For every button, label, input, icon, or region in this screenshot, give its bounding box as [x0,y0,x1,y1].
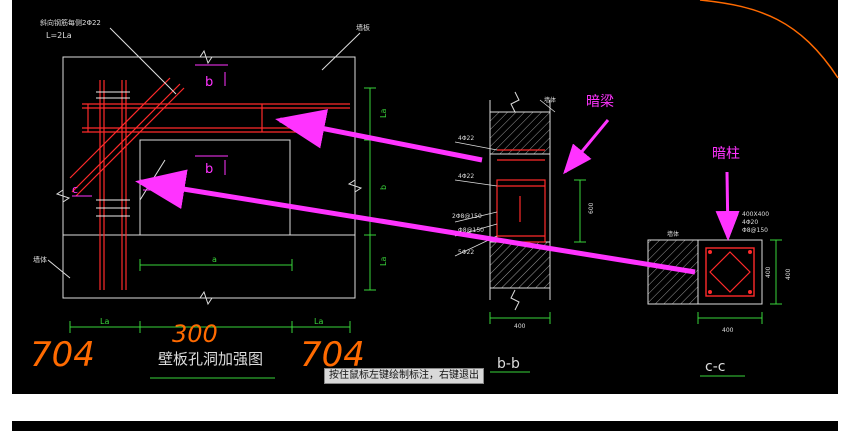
arrow-an-liang [563,119,610,175]
section-cc [647,213,782,377]
dim-la-right-bottom: La [379,257,388,266]
dim-la-bottom-left: La [100,317,109,326]
callout-arrows [563,119,740,241]
opening-diag [139,159,166,201]
cc-col-size: 400X400 [742,211,769,218]
anchor-length-label: L=2La [46,31,72,40]
an-zhu-label: 暗柱 [712,146,740,162]
section-b-label-mid: b [205,162,213,177]
cc-dimensions [697,239,782,377]
bb-rebars [497,149,545,237]
bb-hatch-bottom [489,241,551,289]
cc-stirrup-label: Φ8@150 [742,227,768,234]
section-bb [454,91,586,373]
handwritten-middle: 300 [172,320,218,348]
handwritten-left: 704 [30,335,95,375]
orange-curve [699,0,839,79]
section-bb-title: b-b [497,356,520,372]
wall-slab-label: 墙板 [356,23,370,32]
bb-note-1: 4Φ22 [458,135,474,142]
cc-stirrup [705,247,755,297]
cc-wall-label: 墙体 [667,230,679,238]
dim-la-bottom-right: La [314,317,323,326]
leader-rebar-note [109,27,177,95]
bb-beam-stirrup [496,179,546,243]
diagonal-rebar [69,77,185,197]
elevation-title: 壁板孔洞加强图 [158,350,263,368]
bb-dim-height: 600 [588,202,595,214]
arrow-an-zhu [715,171,740,241]
cc-dim-w: 400 [722,327,734,334]
dim-a-label: a [212,255,217,264]
leader-wall-slab [321,32,361,71]
break-mark-left [55,189,71,203]
cc-diamond-tie [709,251,751,293]
bb-note-3: 2Φ8@150 [452,213,482,220]
arrow-beam-to-elevation [275,109,483,163]
wall-body-label: 墙体 [33,255,47,264]
cc-dim-side: 400 [765,266,772,278]
arrow-column-to-elevation [135,169,696,275]
leader-wall-body [47,259,71,279]
break-mark-right [347,179,363,193]
hidden-column-rebar [99,80,127,290]
wall-elevation [47,27,376,379]
bottom-toolbar-strip [12,421,838,431]
bb-break-bottom [510,289,520,311]
cc-leader [727,213,739,241]
wall-outline [62,56,356,299]
bb-note-5: 5Φ22 [458,249,474,256]
annotation-arrows [135,109,696,275]
bb-dim-width: 400 [514,323,526,330]
status-tooltip: 按住鼠标左键绘制标注，右键退出 [324,368,484,384]
bb-note-4: Φ8@150 [458,227,484,234]
bb-break-top [510,91,520,113]
rebar-note-label: 斜向钢筋每侧2Φ22 [40,18,101,27]
bb-hatch-top [489,111,551,155]
bb-note-2: 4Φ22 [458,173,474,180]
break-mark-top [199,49,213,65]
an-liang-label: 暗梁 [586,94,614,110]
cc-main-bars-label: 4Φ20 [742,219,758,226]
hidden-beam-rebar [82,103,350,133]
dim-la-right-top: La [379,109,388,118]
break-mark-bottom [199,290,213,306]
dimension-right [364,87,376,291]
cc-main-bars [708,250,752,294]
stirrups [96,91,130,217]
bb-wall-label: 墙体 [544,96,556,104]
section-c-label: c [72,183,78,196]
dim-b-right: b [379,185,388,190]
bb-dimensions [489,179,586,373]
section-cc-title: c-c [705,359,725,375]
dimension-bottom [69,259,351,333]
cc-dim-h: 400 [785,268,792,280]
cc-column-outline [697,239,763,305]
section-b-label-top: b [205,75,213,90]
